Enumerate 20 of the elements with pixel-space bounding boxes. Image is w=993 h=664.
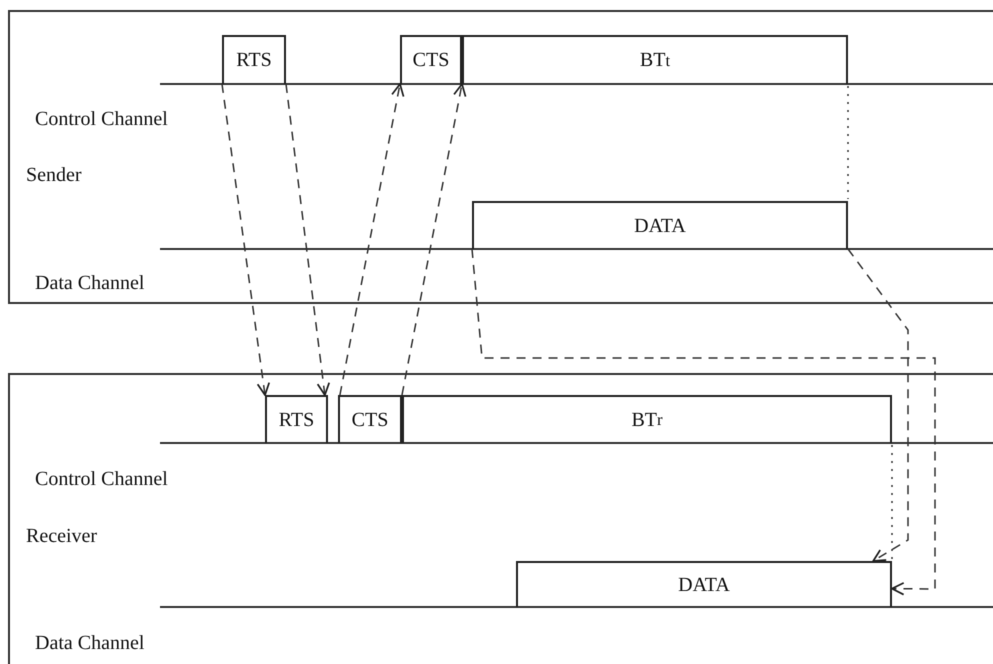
frame-pulse: DATA	[472, 201, 848, 249]
channel-label: Data Channel	[35, 632, 144, 655]
station-label: Receiver	[26, 525, 98, 548]
arrow	[339, 83, 404, 396]
frame-pulse: RTS	[222, 35, 286, 84]
channel-label: Data Channel	[35, 272, 144, 295]
arrow	[471, 248, 936, 596]
frame-pulse: RTS	[265, 395, 328, 443]
station-panel	[8, 10, 993, 304]
station-panel	[8, 373, 993, 664]
channel-label: Control Channel	[35, 468, 168, 491]
arrow	[847, 248, 909, 562]
channel-label: Control Channel	[35, 108, 168, 131]
frame-pulse: CTS	[400, 35, 462, 84]
arrow	[285, 84, 330, 396]
frame-pulse: DATA	[516, 561, 892, 607]
arrow	[221, 84, 270, 396]
frame-pulse: CTS	[338, 395, 402, 443]
station-label: Sender	[26, 164, 82, 187]
arrow	[401, 83, 466, 396]
